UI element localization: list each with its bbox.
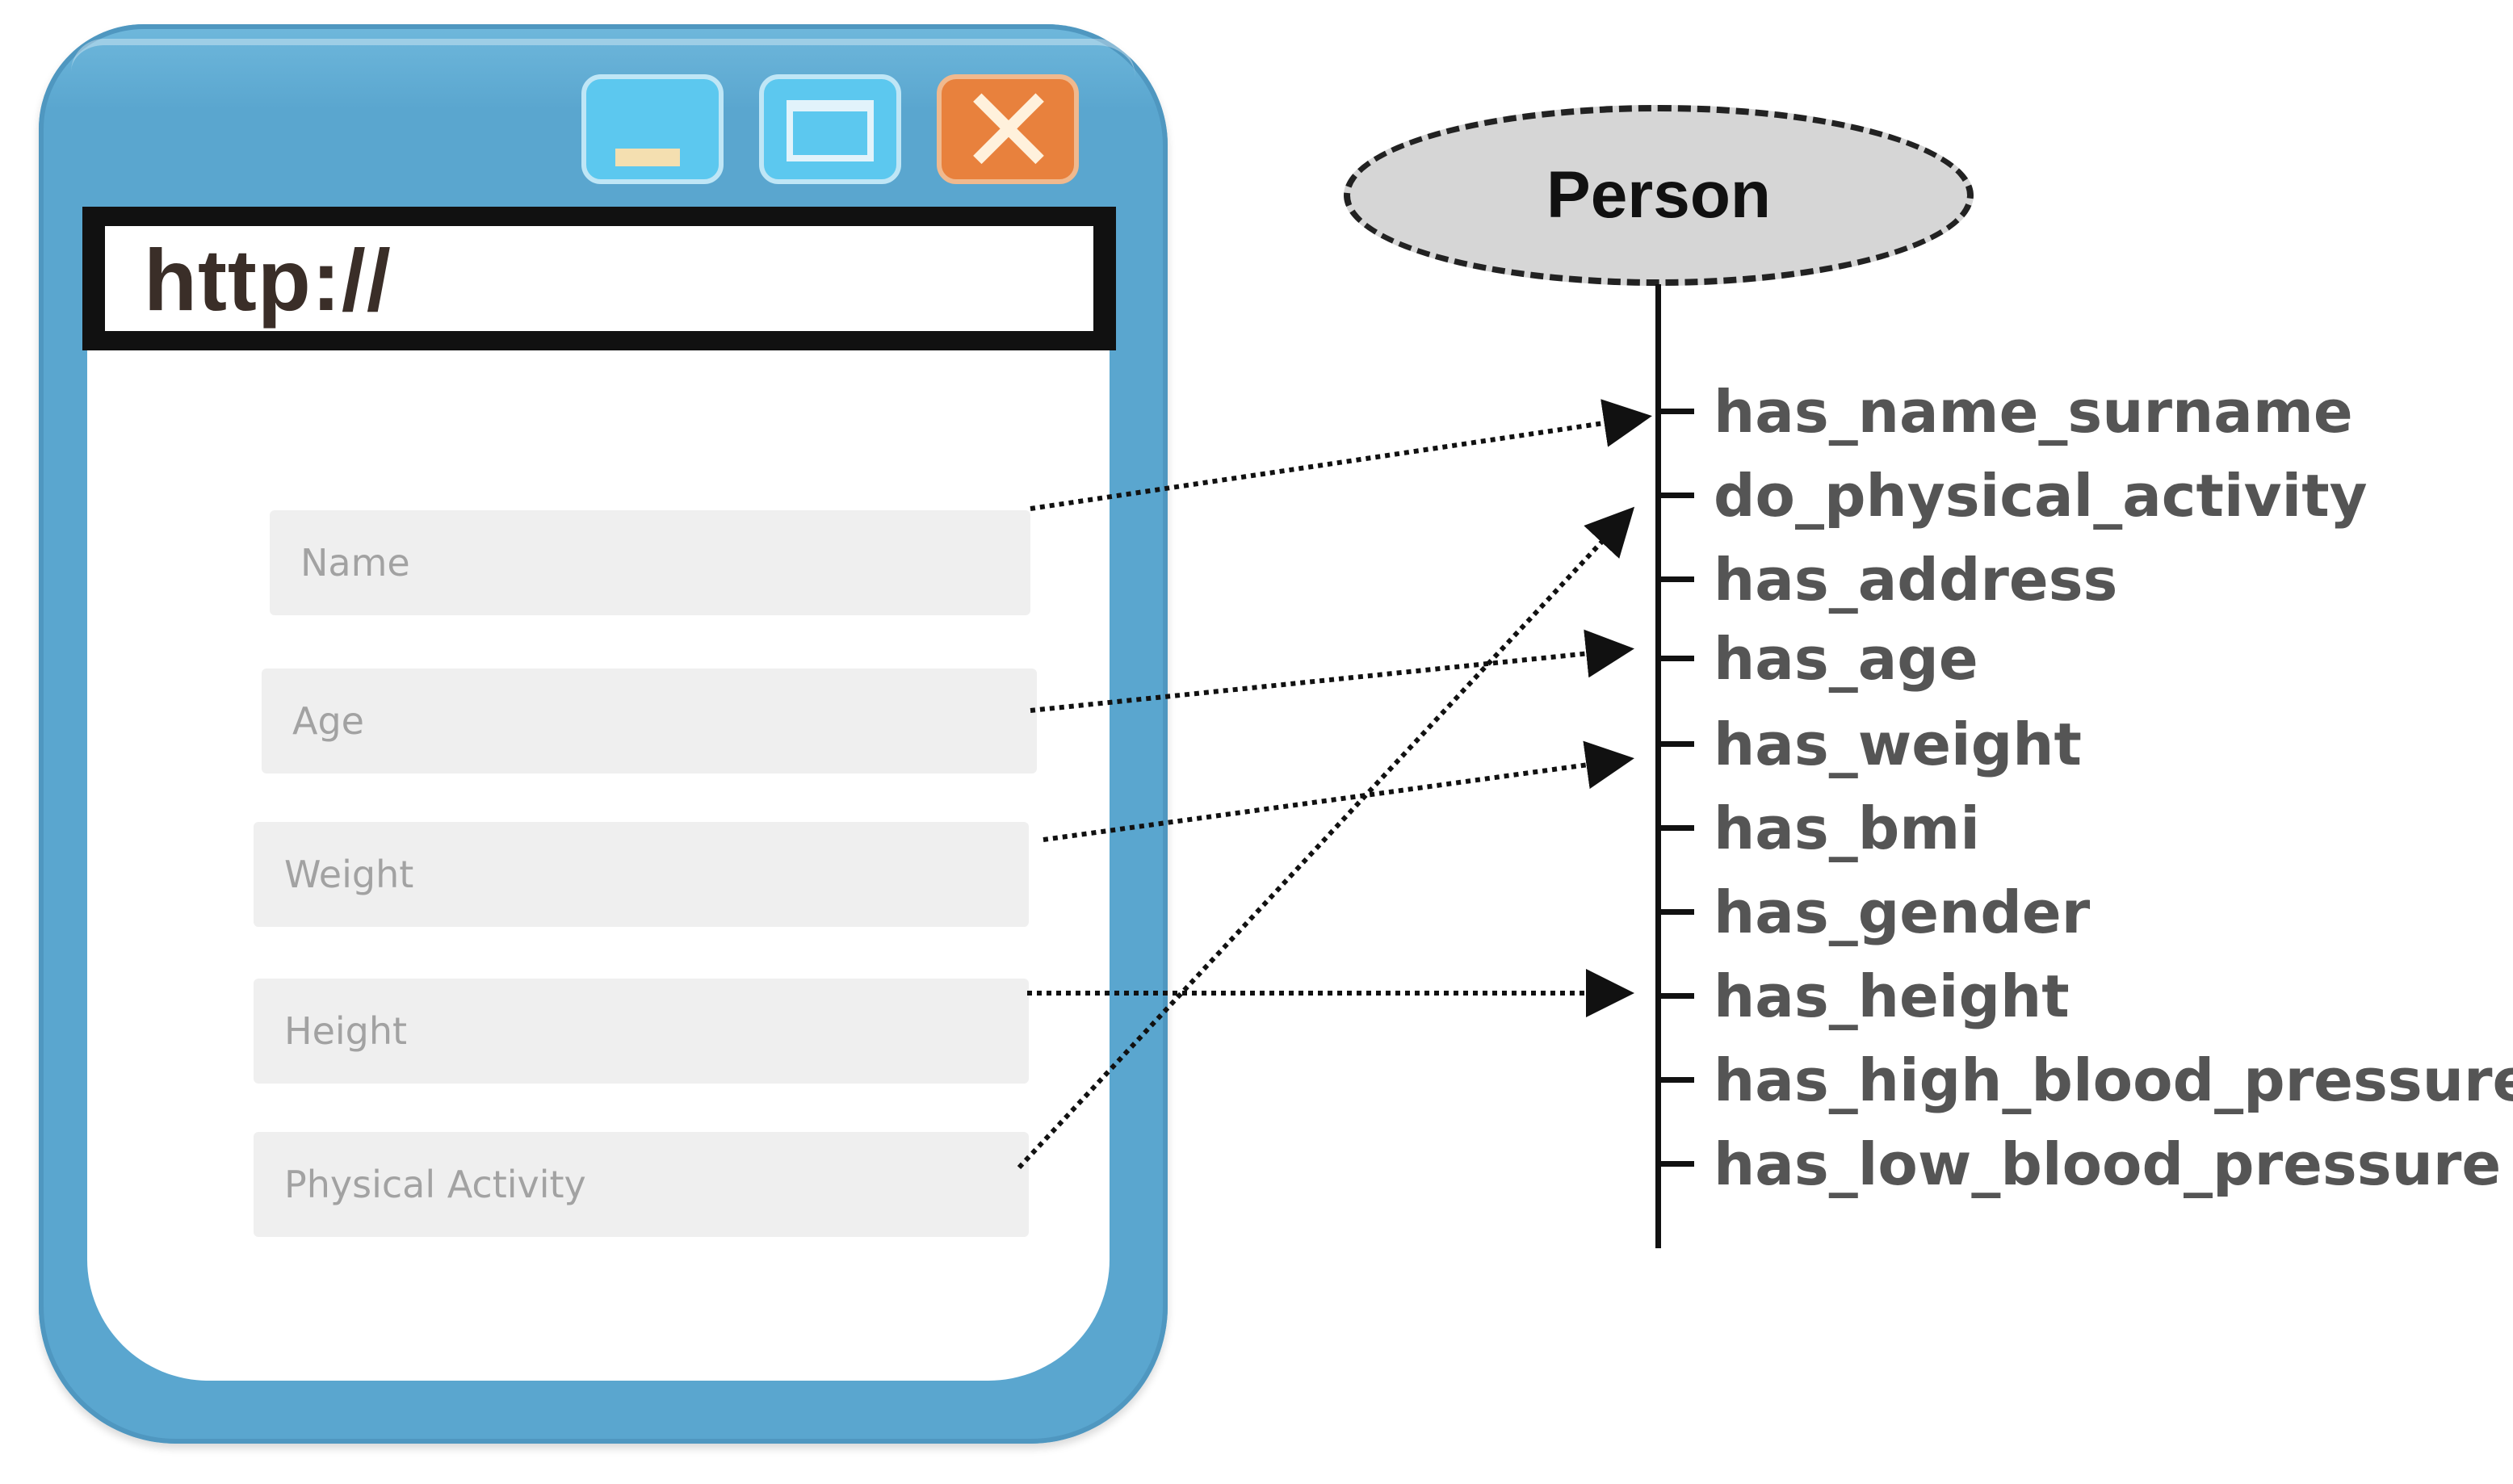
- property-branch: [1660, 1077, 1694, 1083]
- minimize-icon: [615, 149, 680, 166]
- property-branch: [1660, 993, 1694, 999]
- property-branch: [1660, 656, 1694, 661]
- property-branch: [1660, 741, 1694, 747]
- form-area: Name Age Weight Height Physical Activity: [87, 350, 1110, 1381]
- height-input[interactable]: Height: [254, 979, 1029, 1084]
- close-icon: ✕: [958, 61, 1059, 202]
- property-has-height: has_height: [1714, 962, 2070, 1030]
- name-input[interactable]: Name: [270, 510, 1030, 615]
- physical-activity-input[interactable]: Physical Activity: [254, 1132, 1029, 1237]
- maximize-icon: [787, 100, 874, 161]
- property-branch: [1660, 825, 1694, 831]
- age-input[interactable]: Age: [262, 669, 1037, 773]
- property-has-name-surname: has_name_surname: [1714, 378, 2353, 446]
- property-has-bmi: has_bmi: [1714, 794, 1980, 862]
- property-has-age: has_age: [1714, 625, 1978, 693]
- minimize-button[interactable]: [581, 74, 724, 184]
- close-button[interactable]: ✕: [937, 61, 1079, 202]
- property-do-physical-activity: do_physical_activity: [1714, 462, 2368, 530]
- property-branch: [1660, 493, 1694, 498]
- address-bar-url: http://: [144, 231, 392, 329]
- property-branch: [1660, 909, 1694, 915]
- property-has-high-blood-pressure: has_high_blood_pressure: [1714, 1046, 2513, 1114]
- browser-window: ✕ http:// Name Age Weight Height Physica…: [39, 24, 1168, 1444]
- property-branch: [1660, 576, 1694, 582]
- property-has-low-blood-pressure: has_low_blood_pressure: [1714, 1130, 2502, 1198]
- property-branch: [1660, 1161, 1694, 1167]
- property-has-address: has_address: [1714, 546, 2118, 614]
- weight-input[interactable]: Weight: [254, 822, 1029, 927]
- person-class-node: Person: [1344, 105, 1974, 286]
- property-tree-trunk: [1655, 284, 1661, 1248]
- address-bar[interactable]: http://: [82, 207, 1116, 350]
- property-has-weight: has_weight: [1714, 711, 2082, 778]
- property-has-gender: has_gender: [1714, 878, 2091, 946]
- property-branch: [1660, 409, 1694, 414]
- maximize-button[interactable]: [759, 74, 901, 184]
- address-bar-field[interactable]: http://: [105, 226, 1093, 331]
